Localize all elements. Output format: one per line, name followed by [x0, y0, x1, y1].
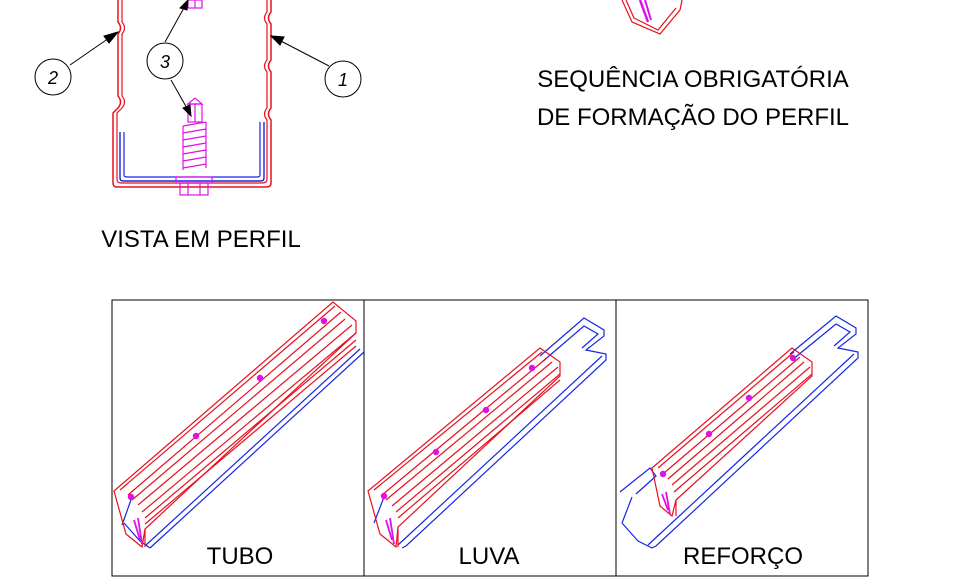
- callout-1: 1: [324, 60, 362, 98]
- callout-3: 3: [146, 42, 184, 80]
- panel-label-luva: LUVA: [459, 543, 520, 570]
- panel-tubo: TUBO: [113, 301, 365, 570]
- inner-sleeve-profile: [119, 122, 265, 182]
- screw-head: [192, 432, 200, 440]
- screw-head: [789, 354, 797, 362]
- panel-frame: [111, 299, 869, 577]
- callout-1-text: 1: [338, 70, 348, 90]
- callout-2: 2: [34, 58, 72, 96]
- screw-head: [528, 364, 536, 372]
- reforco-screw-heads: [659, 354, 797, 478]
- screw-head: [256, 374, 264, 382]
- panel-luva: LUVA: [367, 317, 607, 570]
- callout-2-text: 2: [47, 68, 58, 88]
- panel-reforco: REFORÇO: [619, 315, 859, 570]
- tubo-sleeve-blue: [121, 348, 365, 549]
- tubo-end-magenta: [133, 517, 143, 545]
- sequence-title-line-2: DE FORMAÇÃO DO PERFIL: [537, 104, 849, 131]
- screw-head: [320, 317, 328, 325]
- leader-lines: [69, 0, 330, 118]
- tubo-tube-red: [113, 301, 357, 549]
- reforco-end-magenta: [661, 491, 671, 515]
- luva-end-magenta: [385, 517, 395, 545]
- panel-label-tubo: TUBO: [207, 543, 274, 570]
- screw-head: [659, 470, 667, 478]
- callout-3-text: 3: [160, 52, 170, 72]
- screw-head: [482, 406, 490, 414]
- profile-view-caption: VISTA EM PERFIL: [101, 226, 301, 253]
- panel-label-reforco: REFORÇO: [683, 543, 803, 570]
- sequence-section: SEQUÊNCIA OBRIGATÓRIA DE FORMAÇÃO DO PER…: [537, 0, 849, 131]
- outer-tube-profile-inner-line: [116, 0, 268, 184]
- inner-sleeve-profile-inner-line: [123, 122, 261, 178]
- sequence-title-line-1: SEQUÊNCIA OBRIGATÓRIA: [537, 66, 849, 93]
- screw-top: [187, 0, 203, 9]
- screw-head: [432, 448, 440, 456]
- screw-head: [127, 493, 135, 501]
- luva-screw-heads: [380, 364, 536, 500]
- tubo-screw-heads: [127, 317, 328, 501]
- screw-head: [745, 394, 753, 402]
- reforco-sleeve-blue: [619, 315, 859, 549]
- screw-head: [705, 430, 713, 438]
- sequence-profile-fragment: [621, 0, 683, 35]
- outer-tube-profile: [112, 0, 272, 188]
- luva-tube-red: [367, 347, 561, 549]
- screw-head: [380, 492, 388, 500]
- profile-view: 2 3 1 VISTA EM PERFIL: [34, 0, 362, 253]
- reforco-tube-red: [651, 347, 813, 518]
